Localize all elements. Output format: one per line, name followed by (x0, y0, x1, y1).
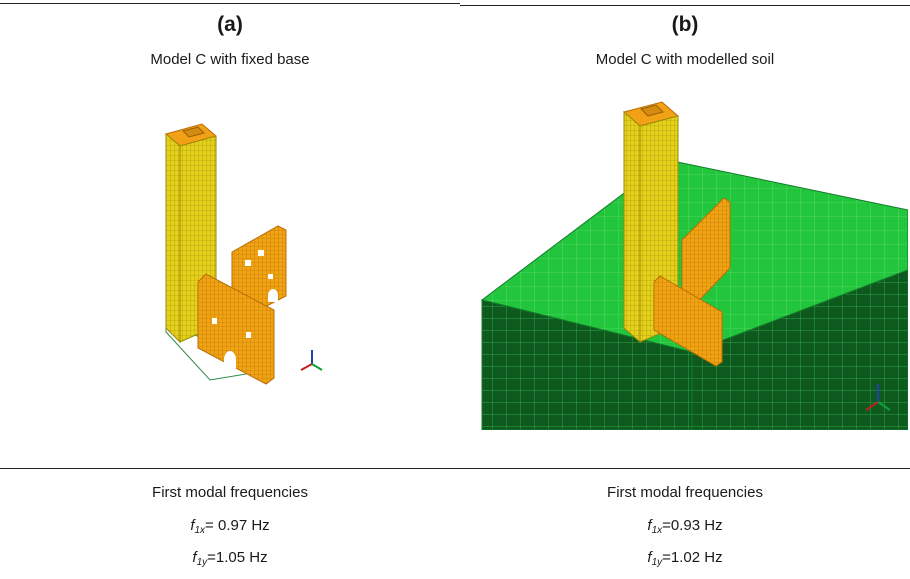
panel-a-freq-title: First modal frequencies (152, 484, 308, 501)
axis-triad-icon (300, 350, 323, 371)
model-fixed-base-figure (164, 123, 323, 385)
soil-block (480, 159, 908, 430)
middle-rule (0, 468, 910, 469)
panel-b-f1y: f1y=1.02 Hz (647, 549, 723, 568)
front-wall (197, 273, 275, 385)
model-soil-figure (480, 101, 908, 430)
panel-a-label: (a) (217, 13, 243, 36)
top-rule-right (460, 5, 910, 6)
panel-b-label: (b) (671, 13, 699, 36)
panel-a-f1x: f1x= 0.97 Hz (190, 517, 270, 536)
panel-a-subtitle: Model C with fixed base (150, 51, 310, 68)
panel-b-subtitle: Model C with modelled soil (595, 51, 775, 68)
front-wall (653, 275, 723, 367)
top-rule-left (0, 3, 460, 4)
axis-triad-icon (865, 384, 891, 411)
panel-b-f1x: f1x=0.93 Hz (647, 517, 723, 536)
panel-a-f1y: f1y=1.05 Hz (192, 549, 268, 568)
panel-b-freq-title: First modal frequencies (607, 484, 763, 501)
